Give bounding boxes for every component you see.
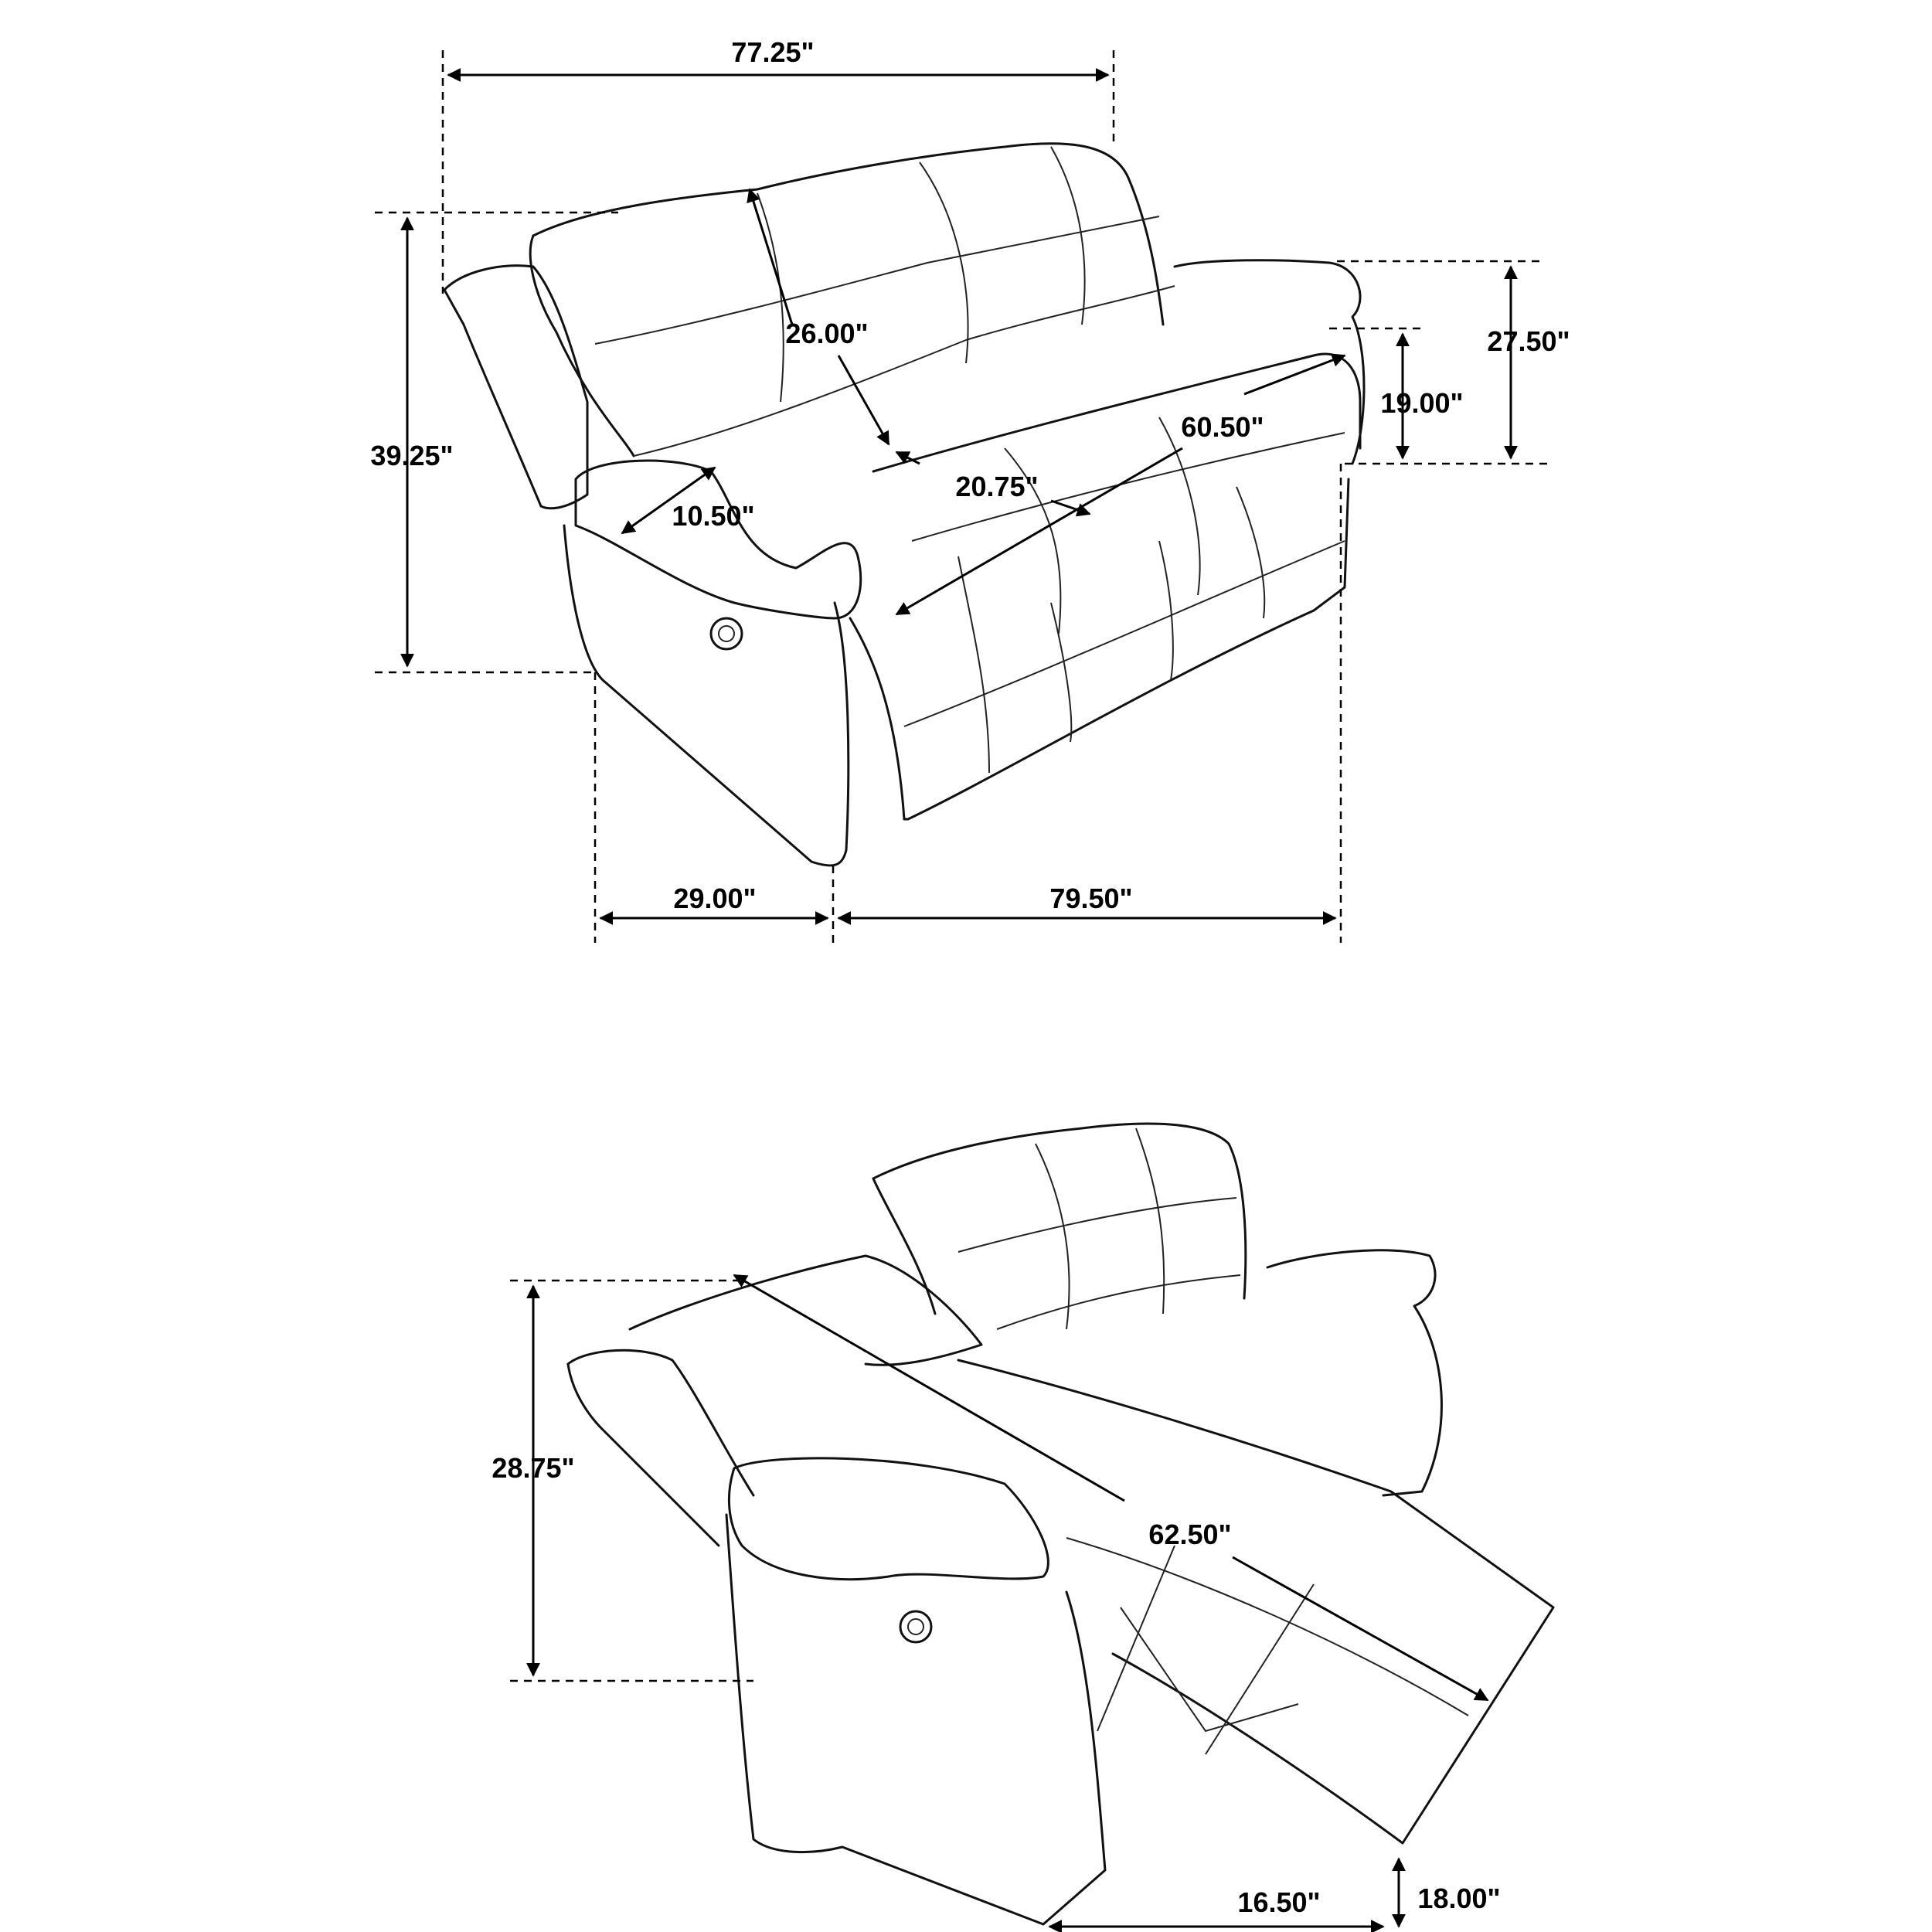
dim-overall-width-bottom: 79.50": [1049, 883, 1133, 914]
dim-overall-height: 39.25": [370, 440, 454, 471]
dim-arm-height: 27.50": [1487, 325, 1570, 357]
dim-seat-depth: 20.75": [955, 471, 1039, 502]
dim-arm-width: 10.50": [672, 500, 755, 532]
upright-dimension-lines: [375, 50, 1553, 943]
dim-footrest-extension: 16.50": [1237, 1886, 1321, 1918]
upright-sofa-drawing: [443, 142, 1366, 867]
dim-seat-width: 60.50": [1181, 411, 1264, 443]
dim-seat-height: 19.00": [1380, 387, 1464, 419]
dim-back-height: 26.00": [785, 318, 869, 349]
dim-overall-depth: 29.00": [673, 883, 757, 914]
dim-overall-width-top: 77.25": [731, 36, 815, 68]
dim-reclined-height: 28.75": [492, 1452, 575, 1484]
dim-footrest-height: 18.00": [1417, 1883, 1501, 1914]
reclined-dimension-lines: [510, 1274, 1489, 1932]
reclined-sofa-drawing: [566, 1122, 1555, 1926]
dim-reclined-length: 62.50": [1148, 1519, 1232, 1550]
